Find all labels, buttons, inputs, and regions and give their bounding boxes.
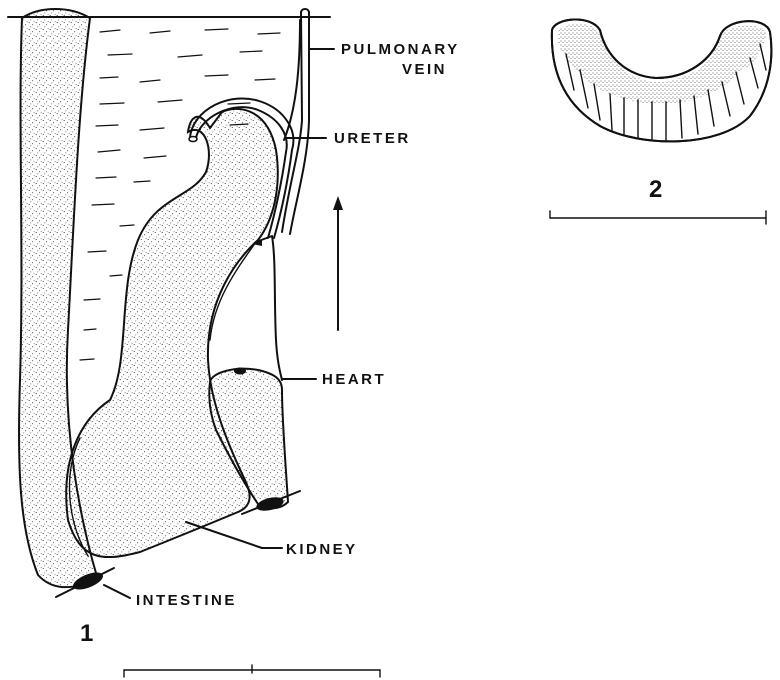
figure-1-number: 1 — [80, 620, 93, 647]
figure-2-scale-bar — [550, 211, 766, 224]
label-intestine: INTESTINE — [136, 592, 237, 609]
label-vein: VEIN — [402, 61, 447, 78]
label-pulmonary: PULMONARY — [341, 41, 460, 58]
intestine-leader — [104, 585, 130, 598]
figure-1-drawing: PULMONARY VEIN URETER HEART KIDNEY INTES… — [8, 9, 460, 677]
heart-vessel-dot — [234, 368, 246, 375]
kidney-leader — [186, 522, 262, 548]
label-heart: HEART — [322, 371, 386, 388]
pulmonary-vein-top — [301, 9, 309, 12]
label-kidney: KIDNEY — [286, 541, 358, 558]
direction-arrow-head — [333, 196, 343, 210]
kidney-shape — [66, 109, 278, 557]
figure-2-drawing: 2 — [550, 19, 771, 224]
label-ureter: URETER — [334, 130, 411, 147]
ureter-opening — [189, 137, 197, 142]
cavity-right-line — [284, 20, 300, 140]
pericardium — [256, 236, 282, 380]
figure-1-scale-bar — [124, 665, 380, 677]
figure-2-number: 2 — [649, 176, 662, 203]
